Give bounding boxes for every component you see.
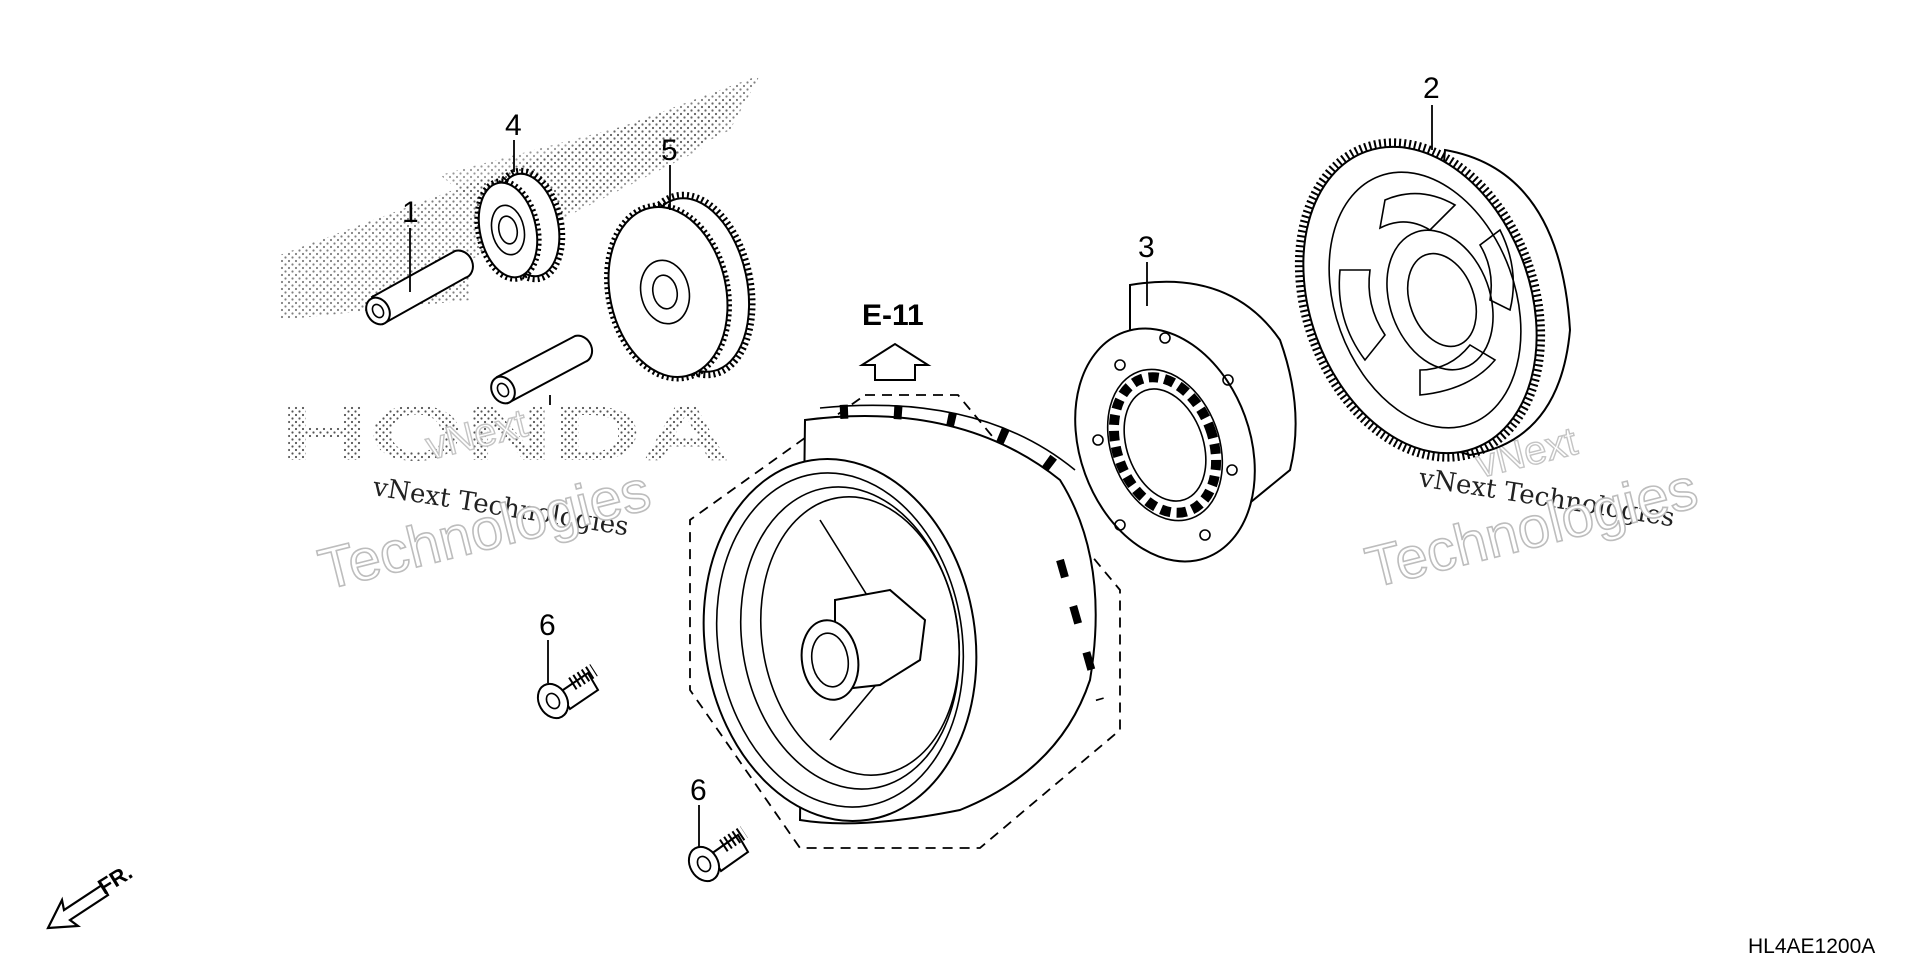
reference-e11[interactable]: E-11 — [858, 299, 932, 381]
diagram-code: HL4AE1200A — [1748, 935, 1875, 958]
callout-3[interactable]: 3 — [1138, 231, 1155, 264]
watermark-big-technologies: Technologies — [312, 458, 656, 603]
large-driven-gear[interactable] — [1257, 109, 1582, 491]
idler-gear[interactable] — [591, 185, 768, 391]
clutch-drum[interactable] — [678, 404, 1104, 841]
leader-lines — [409, 105, 1433, 848]
reference-label: E-11 — [862, 299, 924, 332]
shaft-pin-lower[interactable] — [486, 334, 594, 408]
one-way-clutch-hub[interactable] — [1044, 280, 1297, 587]
callout-4[interactable]: 4 — [505, 109, 522, 142]
callout-5[interactable]: 5 — [661, 134, 678, 167]
up-arrow-icon — [858, 342, 932, 381]
flange-bolt-lower[interactable] — [683, 826, 750, 887]
front-arrow-icon — [46, 883, 110, 930]
callout-6-upper[interactable]: 6 — [539, 609, 556, 642]
callouts: 1 4 5 2 3 6 6 — [402, 72, 1440, 807]
front-indicator: FR. — [46, 859, 137, 930]
flange-bolt-upper[interactable] — [532, 664, 600, 724]
callout-1[interactable]: 1 — [402, 196, 419, 229]
shaft-pin-upper[interactable] — [361, 249, 474, 329]
small-idler-gear[interactable] — [468, 164, 571, 285]
watermark-big-technologies: Technologies — [1359, 456, 1703, 601]
callout-6-lower[interactable]: 6 — [690, 774, 707, 807]
callout-2[interactable]: 2 — [1423, 72, 1440, 105]
